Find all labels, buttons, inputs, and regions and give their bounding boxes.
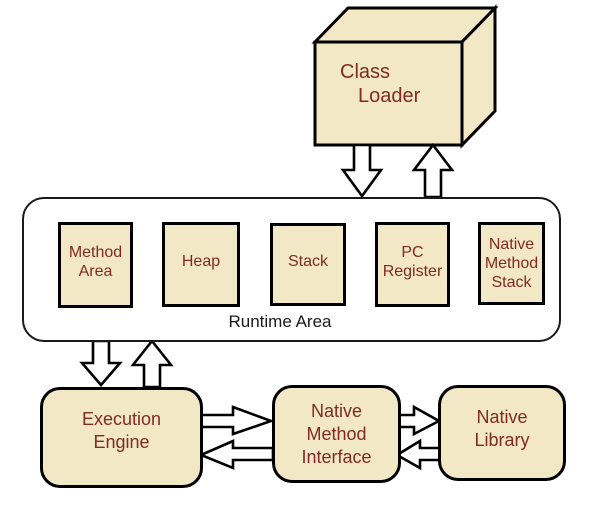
class-loader-label-line2: Loader <box>358 85 421 107</box>
pc-register-label-line2: Register <box>382 262 443 280</box>
native-library-node: Native Library <box>438 385 566 481</box>
native-method-interface-node: Native Method Interface <box>272 385 401 483</box>
nmi-to-native-library-arrow-icon <box>394 404 442 437</box>
class-loader-label-line1: Class <box>340 61 391 83</box>
execution-engine-up-arrow-icon <box>130 338 174 389</box>
stack-label: Stack <box>287 253 328 270</box>
heap-label: Heap <box>181 253 221 270</box>
pc-register-box: PC Register <box>375 222 450 307</box>
heap-box: Heap <box>162 222 240 307</box>
class-loader-node: Class Loader <box>315 42 462 145</box>
runtime-area-label: Runtime Area <box>228 312 332 331</box>
pc-register-label-line1: PC <box>401 243 424 261</box>
class-loader-front-face <box>313 40 464 147</box>
method-area-label-line2: Area <box>78 263 113 280</box>
native-method-stack-label-line2: Method <box>484 255 539 272</box>
native-library-to-nmi-arrow-icon <box>394 438 443 471</box>
execution-engine-node: Execution Engine <box>40 387 203 488</box>
class-loader-down-arrow-icon <box>340 143 384 199</box>
runtime-up-arrow-icon <box>411 142 455 199</box>
nmi-to-execution-engine-arrow-icon <box>197 439 275 470</box>
method-area-box: Method Area <box>58 222 133 308</box>
nmi-label-line2: Method <box>306 423 367 444</box>
nmi-label-line1: Native <box>310 400 363 421</box>
stack-box: Stack <box>270 223 346 306</box>
native-library-label-line1: Native <box>476 407 528 427</box>
class-loader-3d-box <box>311 4 499 149</box>
nmi-label-line3: Interface <box>301 446 372 467</box>
native-library-label-line2: Library <box>474 430 530 450</box>
native-method-stack-label-line1: Native <box>488 236 535 253</box>
execution-engine-label-line2: Engine <box>93 431 150 452</box>
execution-engine-label-line1: Execution <box>81 408 162 429</box>
execution-engine-to-nmi-arrow-icon <box>197 405 275 436</box>
method-area-label-line1: Method <box>68 244 123 261</box>
native-method-stack-label-line3: Stack <box>491 274 532 291</box>
runtime-down-arrow-icon <box>79 339 123 387</box>
native-method-stack-box: Native Method Stack <box>478 222 545 305</box>
